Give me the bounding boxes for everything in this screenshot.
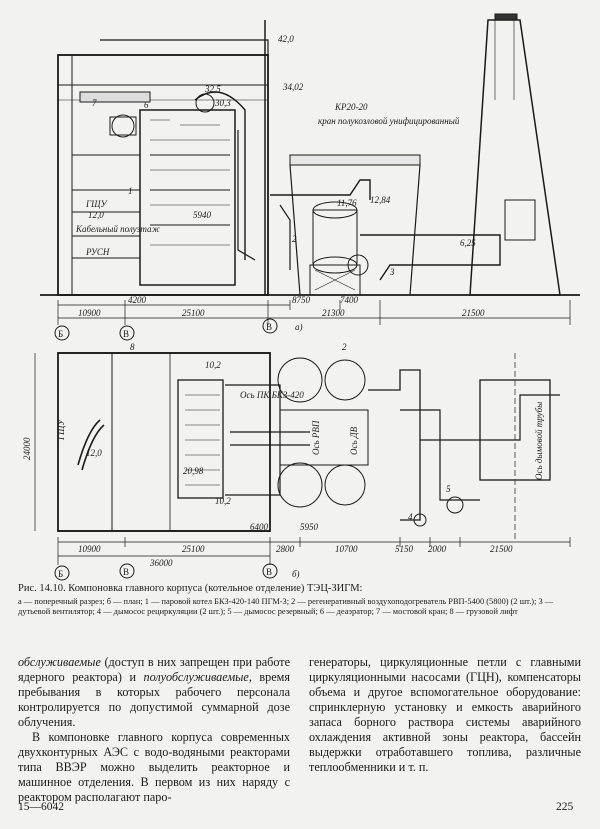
paragraph: обслуживаемые (доступ в них запрещен при…: [18, 655, 290, 730]
dimension-label: 36000: [149, 558, 173, 568]
term: полуобслуживаемые: [143, 670, 249, 684]
paragraph: генераторы, циркуляционные петли с главн…: [309, 655, 581, 774]
elevation-mark: 12,84: [370, 195, 391, 205]
axis-mark: Б: [58, 329, 63, 339]
axis-mark: В: [123, 329, 129, 339]
elevation-mark: 12,0: [86, 448, 102, 458]
elevation-mark: 20,98: [183, 466, 204, 476]
room-label: ГЩУ: [56, 418, 66, 441]
paragraph: В компоновке главного корпуса современны…: [18, 730, 290, 804]
elevation-mark: 30,3: [214, 98, 231, 108]
part-mark: 2: [342, 342, 347, 352]
dimension-label: 10700: [335, 544, 358, 554]
figure-caption: Рис. 14.10. Компоновка главного корпуса …: [18, 583, 584, 617]
page-number: 225: [556, 801, 574, 813]
text-column-right: генераторы, циркуляционные петли с главн…: [309, 655, 581, 775]
dimension-label: 21300: [322, 308, 345, 318]
dimension-label: 5150: [395, 544, 414, 554]
axis-mark: В: [266, 567, 272, 577]
elevation-mark: 6,25: [460, 238, 476, 248]
part-mark: 2: [292, 234, 297, 244]
caption-title: Рис. 14.10. Компоновка главного корпуса …: [18, 583, 363, 594]
dimension-label: 5950: [300, 522, 319, 532]
part-mark: 1: [128, 186, 133, 196]
dimension-label: 10900: [78, 544, 101, 554]
text-run: (доступ в них запрещен при работе ядерно…: [18, 655, 290, 684]
dimension-label: 21500: [462, 308, 485, 318]
room-label: РУСН: [85, 247, 110, 257]
room-label: Кабельный полуэтаж: [75, 224, 161, 234]
dimension-label: 21500: [490, 544, 513, 554]
elevation-mark: 10,2: [215, 496, 231, 506]
part-mark: 4: [408, 512, 413, 522]
elevation-mark: 42,0: [278, 34, 294, 44]
elevation-mark: 32,5: [204, 84, 221, 94]
dimension-label: 24000: [22, 437, 32, 460]
crane-title: КР20-20: [334, 102, 368, 112]
dimension-label: 25100: [182, 544, 205, 554]
term: обслуживаемые: [18, 655, 101, 669]
room-label: ГЩУ: [85, 199, 108, 209]
dimension-label: 6400: [250, 522, 269, 532]
dimension-label: 4200: [128, 295, 147, 305]
axis-label: Ось ДВ: [349, 426, 359, 455]
signature-mark: 15—6042: [18, 801, 64, 813]
part-mark: 8: [130, 342, 135, 352]
text-run: , время пребывания в которых рабочего пе…: [18, 670, 290, 729]
drawing-a-labels: 42,0 34,02 32,5 30,3 12,84 11,76 6,25 12…: [58, 34, 485, 339]
dimension-label: 8750: [292, 295, 311, 305]
figure-letter: б): [292, 569, 300, 579]
axis-label: Ось РВП: [311, 420, 321, 455]
part-mark: 3: [389, 267, 395, 277]
drawing-b-labels: 12,0 10,2 20,98 10,2 ГЩУ Ось ПК БКЗ-420 …: [22, 342, 544, 579]
dimension-label: 25100: [182, 308, 205, 318]
figure-drawing: 42,0 34,02 32,5 30,3 12,84 11,76 6,25 12…: [22, 13, 580, 581]
crane-desc: кран полукозловой унифицированный: [318, 116, 460, 126]
axis-mark: Б: [58, 569, 63, 579]
dimension-label: 2000: [428, 544, 447, 554]
part-mark: 7: [92, 98, 97, 108]
dimension-label: 10900: [78, 308, 101, 318]
dimension-label: 2800: [276, 544, 295, 554]
text-column-left: обслуживаемые (доступ в них запрещен при…: [18, 655, 290, 805]
plan-drawing-b: [34, 352, 571, 581]
axis-mark: В: [123, 567, 129, 577]
figure-letter: а): [295, 322, 303, 332]
section-drawing-a: [40, 13, 580, 341]
elevation-mark: 12,0: [88, 210, 104, 220]
elevation-mark: 34,02: [282, 82, 304, 92]
caption-legend: а — поперечный разрез; б — план; 1 — пар…: [18, 597, 554, 616]
part-mark: 5: [446, 484, 451, 494]
dimension-label: 7400: [340, 295, 359, 305]
axis-mark: В: [266, 322, 272, 332]
axis-label: Ось ПК БКЗ-420: [240, 390, 304, 400]
dimension-label: 5940: [193, 210, 212, 220]
axis-label: Ось дымовой трубы: [534, 402, 544, 480]
elevation-mark: 10,2: [205, 360, 221, 370]
elevation-mark: 11,76: [337, 198, 357, 208]
part-mark: 6: [144, 100, 149, 110]
